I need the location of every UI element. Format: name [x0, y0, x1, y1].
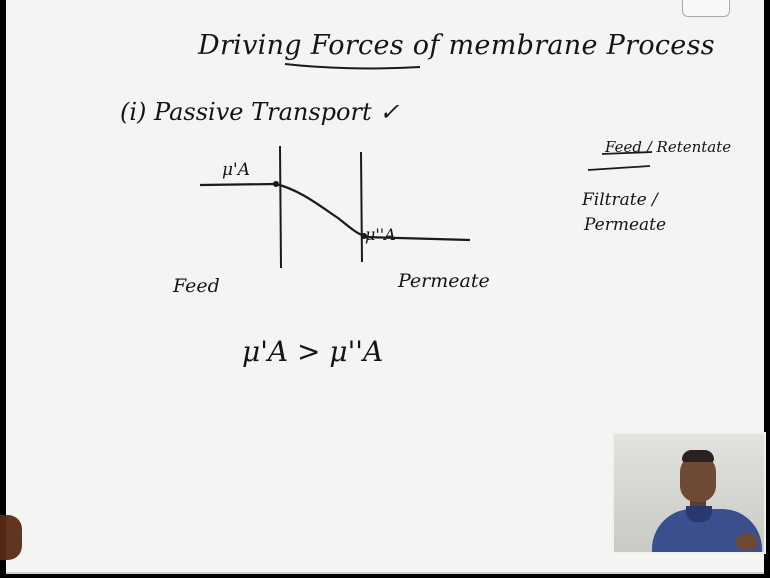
passive-transport-heading: (i) Passive Transport ✓: [120, 98, 400, 126]
feed-point-marker: [273, 181, 279, 187]
mu-feed-label: μ'A: [222, 160, 250, 180]
permeate-point-marker: [361, 233, 367, 239]
inequality-expression: μ'A > μ''A: [242, 335, 384, 368]
filtrate-label: Filtrate /: [582, 190, 658, 210]
corner-tab: [682, 0, 730, 17]
title-underline: [284, 63, 421, 70]
membrane-left-boundary: [279, 145, 282, 269]
feed-label: Feed: [173, 275, 220, 297]
permeate-potential-line: [363, 235, 471, 242]
permeate-label-side: Permeate: [584, 215, 667, 235]
mu-permeate-label: μ''A: [365, 225, 396, 244]
feed-retentate-underline: [601, 151, 653, 155]
instructor-hair: [682, 450, 714, 462]
separator-line: [587, 165, 651, 171]
instructor-collar: [686, 506, 712, 522]
board-title: Driving Forces of membrane Process: [198, 30, 715, 61]
membrane-right-boundary: [360, 151, 363, 263]
feed-potential-line: [199, 182, 277, 187]
instructor-head: [680, 454, 716, 502]
permeate-label: Permeate: [398, 270, 490, 292]
potential-drop-curve: [275, 182, 365, 238]
feed-retentate-label: Feed / Retentate: [605, 138, 732, 156]
writer-hand-edge: [0, 515, 22, 560]
instructor-video-inset: [612, 432, 766, 554]
instructor-hand: [736, 534, 758, 550]
